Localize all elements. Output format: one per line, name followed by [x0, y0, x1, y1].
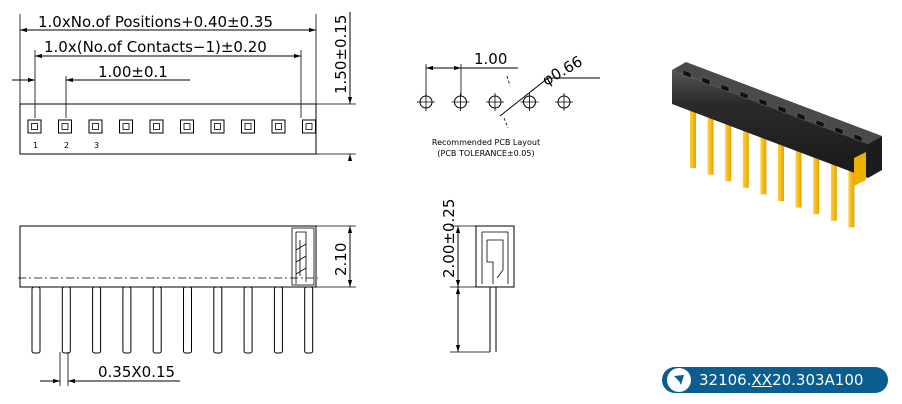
top-view: 1.0xNo.of Positions+0.40±0.35 1.0x(No.of… — [12, 12, 356, 161]
side-pin — [243, 286, 253, 354]
side-view-housing — [19, 225, 317, 288]
render-socket-hole — [720, 83, 730, 93]
side-pin — [304, 286, 314, 354]
render-pin — [830, 160, 837, 221]
render-pin — [742, 127, 749, 188]
render-pin — [778, 141, 784, 201]
render-pin — [848, 167, 855, 228]
pcb-layout: 1.00 φ0.66 Recommended PCB Layout (PCB T… — [417, 50, 600, 158]
render-socket-hole — [834, 126, 844, 136]
render-pin — [725, 121, 732, 182]
end-view-housing — [475, 225, 515, 288]
contact-square — [302, 119, 316, 134]
contact-square — [241, 119, 255, 134]
render-pin — [690, 108, 696, 168]
side-pins — [31, 286, 314, 354]
part-number-prefix: 32106. — [699, 371, 752, 389]
contact-square — [27, 119, 42, 134]
render-socket-hole — [777, 105, 787, 114]
pcb-caption-title: Recommended PCB Layout — [432, 138, 540, 147]
connector-3d-render — [672, 62, 882, 228]
part-number-variable: XX — [751, 371, 773, 389]
dim-contact-span: 1.0x(No.of Contacts−1)±0.20 — [44, 38, 267, 56]
contact-square — [119, 119, 133, 134]
dim-hole-diameter: φ0.66 — [539, 52, 585, 89]
contact-square — [210, 119, 225, 134]
contact-square — [88, 119, 103, 134]
render-socket-hole — [796, 112, 806, 121]
pin-label-3: 3 — [94, 141, 99, 150]
cursor-arrow-icon — [667, 368, 691, 392]
contact-square — [271, 119, 286, 134]
dim-end-height: 2.00±0.25 — [440, 199, 458, 278]
render-pin — [707, 114, 714, 175]
render-socket-hole — [758, 97, 768, 107]
side-view: 2.10 0.35X0.15 — [18, 225, 356, 386]
dim-pcb-pitch: 1.00 — [474, 50, 507, 68]
side-pin — [183, 286, 192, 354]
render-pin — [760, 134, 767, 195]
dim-top-height: 1.50±0.15 — [332, 15, 350, 94]
render-socket-hole — [739, 90, 749, 100]
side-pin — [213, 286, 223, 354]
render-pin — [813, 154, 820, 215]
dim-pitch: 1.00±0.1 — [98, 63, 168, 81]
pin-label-2: 2 — [64, 141, 69, 150]
side-pin — [152, 286, 162, 354]
pcb-holes — [417, 93, 573, 111]
side-pin — [61, 286, 71, 354]
side-pin — [92, 286, 102, 354]
render-pin — [795, 147, 802, 208]
contact-square — [149, 119, 164, 134]
contact-square — [58, 119, 72, 134]
dim-pin-size: 0.35X0.15 — [98, 363, 175, 381]
side-pin — [122, 286, 132, 354]
contact-square — [180, 119, 194, 134]
side-pin — [31, 286, 41, 354]
side-pin — [273, 286, 283, 354]
render-socket-hole — [701, 76, 711, 86]
pin-label-1: 1 — [33, 141, 38, 150]
end-view: 2.00±0.25 — [440, 199, 515, 353]
part-number-suffix: 20.303A100 — [772, 371, 864, 389]
contact-squares — [27, 119, 316, 134]
render-socket-hole — [853, 133, 863, 143]
render-socket-hole — [682, 69, 692, 79]
render-socket-hole — [815, 119, 825, 128]
dim-side-height: 2.10 — [332, 243, 350, 276]
pcb-caption-tolerance: (PCB TOLERANCE±0.05) — [437, 149, 534, 158]
dim-overall-length: 1.0xNo.of Positions+0.40±0.35 — [38, 13, 273, 31]
